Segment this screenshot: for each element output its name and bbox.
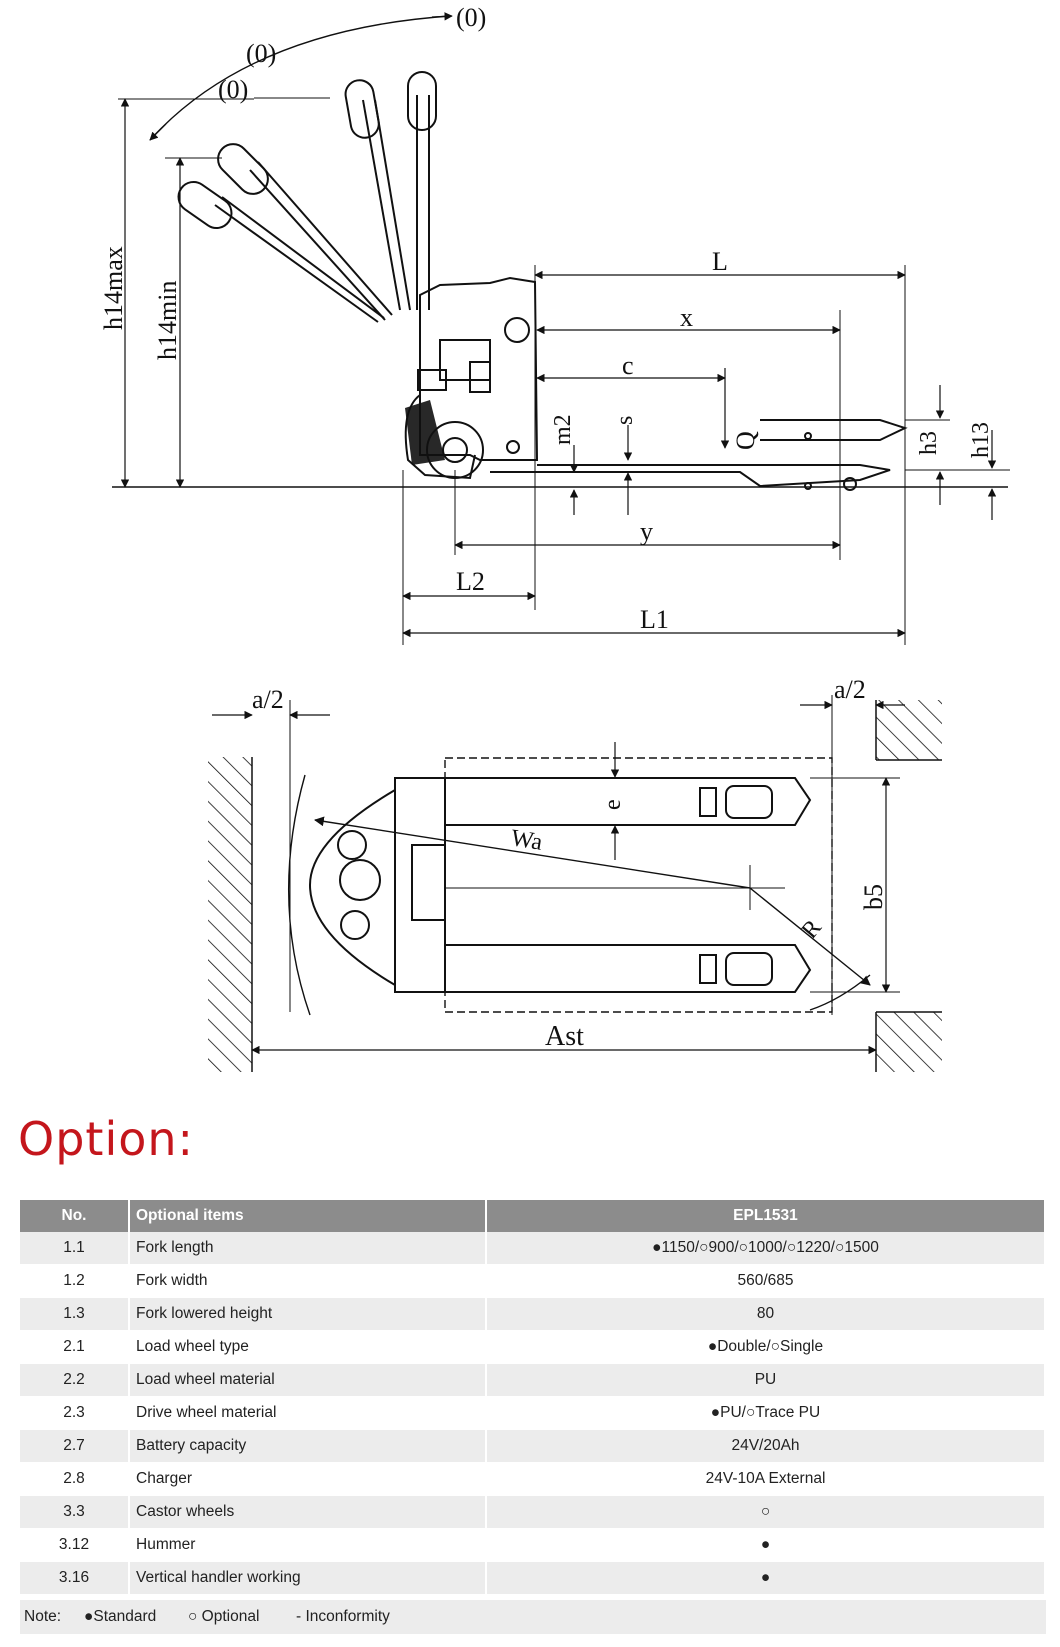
cell-item: Fork lowered height — [129, 1297, 487, 1331]
truck-body-top — [308, 777, 446, 993]
truck-body-side — [404, 276, 539, 480]
note-standard: ●Standard — [84, 1608, 157, 1625]
cell-no: 1.3 — [20, 1297, 130, 1331]
dim-a2-left: a/2 — [252, 685, 284, 714]
top-view: a/2 a/2 — [208, 675, 942, 1072]
cell-no: 2.3 — [20, 1396, 130, 1430]
table-header-row: No. Optional items EPL1531 — [20, 1200, 1046, 1232]
cell-value: 560/685 — [486, 1264, 1046, 1298]
cell-value: ○ — [486, 1495, 1046, 1529]
dim-R: R — [797, 915, 827, 944]
cell-no: 2.7 — [20, 1429, 130, 1463]
dim-e: e — [600, 799, 626, 810]
dim-L: L — [712, 247, 728, 276]
cell-item: Load wheel material — [129, 1363, 487, 1397]
forks-top — [445, 777, 812, 993]
angle-label: (0) — [246, 39, 276, 68]
cell-value: 24V-10A External — [486, 1462, 1046, 1496]
dim-a2-right: a/2 — [834, 675, 866, 704]
dim-Q: Q — [731, 431, 760, 450]
cell-item: Charger — [129, 1462, 487, 1496]
cell-item: Battery capacity — [129, 1429, 487, 1463]
dim-y: y — [640, 517, 653, 546]
dim-h14max: h14max — [99, 246, 128, 330]
cell-value: 24V/20Ah — [486, 1429, 1046, 1463]
cell-no: 1.2 — [20, 1264, 130, 1298]
turning-arc — [288, 774, 311, 1016]
dim-c: c — [622, 351, 634, 380]
cell-no: 3.3 — [20, 1495, 130, 1529]
header-model: EPL1531 — [486, 1200, 1046, 1232]
cell-value: ● — [486, 1561, 1046, 1595]
angle-label: (0) — [218, 75, 248, 104]
cell-item: Hummer — [129, 1528, 487, 1562]
dim-L1: L1 — [640, 605, 669, 634]
side-view: (0) (0) (0) — [99, 3, 1010, 645]
technical-drawing: (0) (0) (0) — [99, 3, 1010, 1072]
cell-value: ●1150/○900/○1000/○1220/○1500 — [486, 1232, 1046, 1265]
cell-item: Castor wheels — [129, 1495, 487, 1529]
angle-label: (0) — [456, 3, 486, 32]
cell-no: 2.2 — [20, 1363, 130, 1397]
handle-swing-arc — [149, 15, 451, 141]
note-optional: ○ Optional — [188, 1608, 260, 1625]
tiller-handles — [177, 71, 437, 323]
cell-no: 3.16 — [20, 1561, 130, 1595]
cell-item: Fork width — [129, 1264, 487, 1298]
dim-h14min: h14min — [153, 281, 182, 360]
cell-no: 1.1 — [20, 1232, 130, 1265]
cell-item: Fork length — [129, 1232, 487, 1265]
cell-value: ●Double/○Single — [486, 1330, 1046, 1364]
pallet-outline — [444, 757, 833, 1013]
wall-right-top — [876, 700, 942, 760]
dim-L2: L2 — [456, 567, 485, 596]
dim-h13: h13 — [968, 422, 994, 458]
cell-value: PU — [486, 1363, 1046, 1397]
dim-m2: m2 — [550, 414, 576, 445]
dim-s: s — [612, 416, 638, 425]
dim-h3: h3 — [916, 431, 942, 455]
cell-value: 80 — [486, 1297, 1046, 1331]
cell-item: Vertical handler working — [129, 1561, 487, 1595]
cell-item: Drive wheel material — [129, 1396, 487, 1430]
wall-left — [208, 757, 252, 1072]
header-optional-items: Optional items — [129, 1200, 487, 1232]
wall-right-bottom — [876, 1012, 942, 1072]
cell-no: 3.12 — [20, 1528, 130, 1562]
note-label: Note: — [24, 1608, 62, 1625]
cell-value: ●PU/○Trace PU — [486, 1396, 1046, 1430]
cell-no: 2.8 — [20, 1462, 130, 1496]
legend-note: Note: ●Standard ○ Optional - Inconformit… — [20, 1600, 1046, 1634]
dim-x: x — [680, 303, 693, 332]
dim-ast: Ast — [545, 1021, 584, 1052]
dim-b5: b5 — [859, 884, 888, 910]
option-heading: Option: — [18, 1112, 195, 1166]
header-no: No. — [20, 1200, 130, 1232]
cell-value: ● — [486, 1528, 1046, 1562]
dim-wa: Wa — [509, 825, 544, 856]
cell-item: Load wheel type — [129, 1330, 487, 1364]
note-inconformity: - Inconformity — [296, 1608, 390, 1625]
cell-no: 2.1 — [20, 1330, 130, 1364]
